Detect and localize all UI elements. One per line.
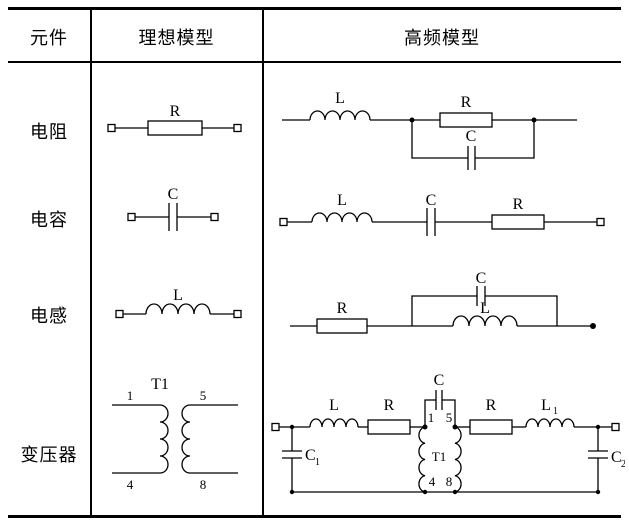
inductor-symbol xyxy=(311,212,373,223)
terminal-square xyxy=(271,422,280,432)
terminal-square xyxy=(596,217,605,227)
label-pin4: 4 xyxy=(429,474,436,489)
capacitor-hf-diagram: L C R xyxy=(279,194,605,236)
resistor-symbol xyxy=(469,419,513,435)
inductor-ideal-diagram: L xyxy=(115,288,242,319)
inductor-symbol xyxy=(452,315,518,327)
label-r: R xyxy=(461,94,472,111)
label-pin8: 8 xyxy=(200,477,207,492)
capacitor-symbol xyxy=(467,146,476,170)
resistor-symbol xyxy=(147,120,203,136)
label-l: L xyxy=(329,397,339,414)
label-pin4: 4 xyxy=(127,477,134,492)
inductor-hf-diagram: R C L xyxy=(290,272,596,334)
label-pin1: 1 xyxy=(428,410,435,425)
wire xyxy=(411,295,558,326)
transformer-winding xyxy=(159,404,169,474)
inductor-symbol xyxy=(145,303,211,315)
inductor-symbol xyxy=(309,110,371,121)
junction-dot xyxy=(289,424,295,430)
row-label-capacitor: 电容 xyxy=(30,210,68,230)
wire xyxy=(424,399,456,427)
capacitor-symbol xyxy=(476,286,486,306)
terminal-square xyxy=(611,422,620,432)
header-cell-ideal: 理想模型 xyxy=(138,28,215,48)
label-c: C xyxy=(426,194,437,209)
resistor-symbol xyxy=(316,318,368,334)
resistor-symbol xyxy=(439,112,493,128)
label-l1: L xyxy=(541,397,551,414)
capacitor-symbol xyxy=(426,208,436,236)
label-c1-sub: 1 xyxy=(315,457,320,468)
label-pin5: 5 xyxy=(200,388,207,403)
label-c: C xyxy=(434,372,445,389)
capacitor-symbol xyxy=(282,450,302,459)
junction-dot xyxy=(595,424,601,430)
border-top xyxy=(8,7,621,10)
label-c: C xyxy=(466,128,477,145)
terminal-square xyxy=(107,123,116,133)
label-r: R xyxy=(513,196,524,213)
terminal-square xyxy=(233,123,242,133)
row-label-resistor: 电阻 xyxy=(30,122,68,142)
label-c1: C xyxy=(305,447,316,464)
resistor-symbol xyxy=(367,419,411,435)
header-cell-hf: 高频模型 xyxy=(404,28,480,48)
label-c: C xyxy=(168,188,179,203)
label-r: R xyxy=(170,103,181,120)
label-t1: T1 xyxy=(151,376,169,393)
terminal-square xyxy=(115,309,124,319)
capacitor-ideal-diagram: C xyxy=(127,188,219,231)
label-r-right: R xyxy=(486,397,497,414)
label-t1: T1 xyxy=(432,449,446,464)
label-r-left: R xyxy=(384,397,395,414)
resistor-ideal-diagram: R xyxy=(107,103,242,136)
wire xyxy=(411,120,535,159)
transformer-ideal-diagram: T1 1 5 4 8 xyxy=(112,376,238,492)
transformer-hf-diagram: C 1 L R C 1 5 T1 4 8 R L 1 xyxy=(271,372,625,495)
capacitor-symbol xyxy=(435,390,443,410)
inductor-symbol xyxy=(309,418,359,428)
col-divider-2 xyxy=(262,7,264,518)
label-l: L xyxy=(480,300,490,317)
inductor-symbol xyxy=(525,418,575,428)
label-l1-sub: 1 xyxy=(553,406,558,417)
col-divider-1 xyxy=(90,7,92,518)
label-c: C xyxy=(476,272,487,287)
label-l: L xyxy=(173,288,183,304)
row-label-transformer: 变压器 xyxy=(20,445,78,465)
transformer-winding xyxy=(454,426,462,493)
row-label-inductor: 电感 xyxy=(30,306,68,326)
transformer-winding xyxy=(418,426,426,493)
terminal-square xyxy=(233,309,242,319)
terminal-square xyxy=(127,212,136,222)
label-pin8: 8 xyxy=(446,474,453,489)
label-r: R xyxy=(337,300,348,317)
label-c2-sub: 2 xyxy=(621,459,625,470)
label-pin5: 5 xyxy=(446,410,453,425)
label-c2: C xyxy=(611,449,622,466)
capacitor-symbol xyxy=(168,203,178,231)
label-pin1: 1 xyxy=(127,388,134,403)
border-bottom xyxy=(8,515,621,518)
label-l: L xyxy=(335,90,345,107)
terminal-square xyxy=(210,212,219,222)
header-divider xyxy=(8,61,621,63)
header-cell-component: 元件 xyxy=(30,28,68,48)
terminal-square xyxy=(279,217,288,227)
label-l: L xyxy=(337,194,347,209)
terminal-dot xyxy=(590,323,596,329)
capacitor-symbol xyxy=(588,450,608,459)
resistor-symbol xyxy=(491,214,545,230)
transformer-winding xyxy=(181,404,191,474)
resistor-hf-diagram: L R C xyxy=(282,90,577,170)
